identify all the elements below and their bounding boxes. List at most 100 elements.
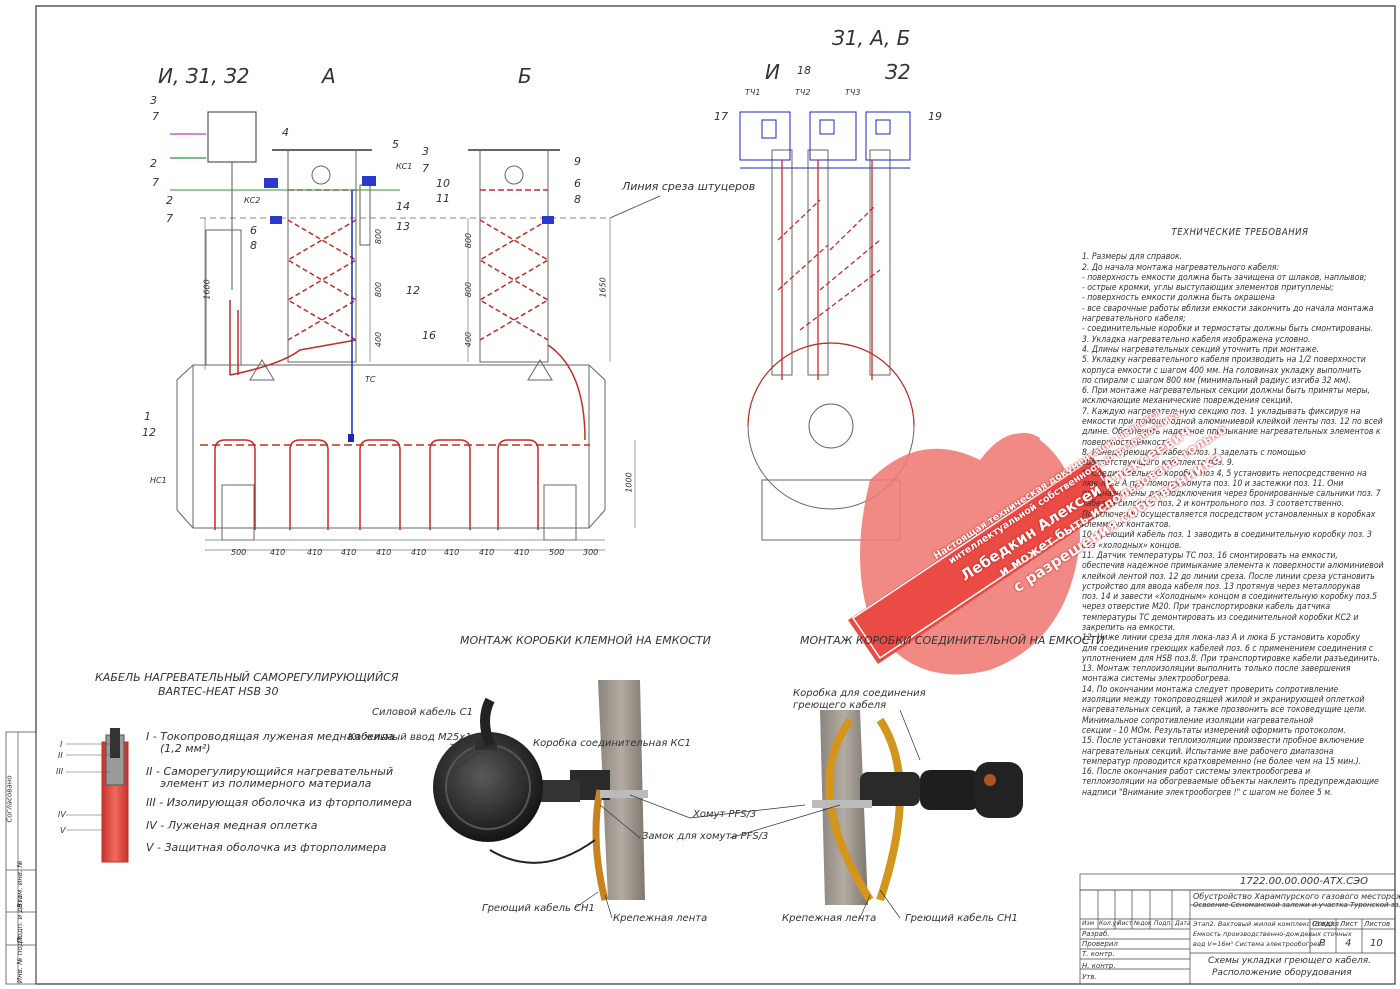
callout-3a: 3 bbox=[150, 94, 157, 107]
tech-line: обеспечив надежное примыкание элемента к… bbox=[1082, 561, 1384, 572]
stage-header: Стадия bbox=[1312, 920, 1339, 928]
tech-line: 8. Конец греющего кабеля поз. 1 заделать… bbox=[1082, 447, 1306, 458]
dim-bottom-7: 410 bbox=[479, 548, 495, 557]
col-ndok: №док bbox=[1134, 920, 1152, 927]
caption-tape-right: Крепежная лента bbox=[782, 913, 877, 924]
cut-line-label: Линия среза штуцеров bbox=[622, 180, 756, 193]
col-izm: Изм bbox=[1082, 920, 1095, 927]
tech-line: клейкой лентой поз. 12 до линии среза. П… bbox=[1082, 571, 1375, 582]
tech-line: 13. Монтаж теплоизоляции выполнить тольк… bbox=[1082, 664, 1351, 675]
tech-line: предназначены для подключения через брон… bbox=[1082, 489, 1381, 500]
callout-16: 16 bbox=[422, 329, 436, 342]
sheet-title1: Схемы укладки греющего кабеля. bbox=[1208, 956, 1372, 966]
sheet-title2: Расположение оборудования bbox=[1212, 968, 1352, 978]
dim-400a: 400 bbox=[374, 331, 384, 348]
stage-text2: Емкость производственно-дождевых сточных bbox=[1193, 930, 1352, 938]
tech-line: 1. Размеры для справок. bbox=[1082, 252, 1183, 263]
caption-cable-gland: Кабельный ввод М25х1,5 bbox=[348, 732, 482, 743]
dim-bottom-9: 500 bbox=[549, 548, 565, 557]
col-podp: Подп. bbox=[1154, 920, 1173, 927]
cable-item-1b: (1,2 мм²) bbox=[160, 742, 211, 755]
caption-heating-cable-right: Греющий кабель СН1 bbox=[905, 913, 1018, 924]
dimension-lines bbox=[204, 218, 636, 551]
callout-17: 17 bbox=[714, 110, 728, 123]
tech-line: температуры ТС демонтировать из соединит… bbox=[1082, 612, 1359, 623]
dim-bottom-5: 410 bbox=[411, 548, 427, 557]
tech-line: устройство для ввода кабеля поз. 13 прот… bbox=[1082, 581, 1361, 592]
role-nkontr: Н. контр. bbox=[1082, 962, 1116, 970]
tech-line: емкости при помощи одной алюминиевой кле… bbox=[1082, 417, 1383, 428]
heating-cable-right bbox=[747, 160, 915, 427]
callout-12: 12 bbox=[406, 284, 420, 297]
tech-line: - поверхность емкости должна быть окраше… bbox=[1082, 293, 1275, 304]
dim-800d: 800 bbox=[464, 281, 474, 298]
callout-7b: 7 bbox=[152, 176, 159, 189]
label-right-top: З1, А, Б bbox=[832, 26, 911, 50]
roman-i: I bbox=[60, 740, 63, 749]
sheet-frame bbox=[35, 5, 1396, 985]
callout-5: 5 bbox=[392, 138, 399, 151]
tech-line: 16. После окончания работ системы электр… bbox=[1082, 767, 1311, 778]
caption-box-line1: Коробка для соединения bbox=[793, 688, 926, 699]
cable-section-drawing bbox=[66, 728, 129, 863]
tech-line: исключающие механические повреждения сек… bbox=[1082, 396, 1293, 407]
tech-line: 5. Укладку нагревательного кабеля произв… bbox=[1082, 355, 1366, 366]
stage-value: Р bbox=[1319, 938, 1326, 949]
photo-leaders bbox=[449, 709, 921, 919]
photo-connection-box bbox=[812, 710, 1023, 905]
dim-bottom-8: 410 bbox=[514, 548, 530, 557]
callout-7d: 7 bbox=[422, 162, 429, 175]
cable-item-3: III - Изолирующая оболочка из фторполиме… bbox=[146, 796, 412, 809]
tech-line: по спирали с шагом 800 мм (минимальный р… bbox=[1082, 375, 1352, 386]
tech-line: нагревательного кабеля; bbox=[1082, 314, 1186, 325]
dim-800b: 800 bbox=[374, 281, 384, 298]
dim-bottom-6: 410 bbox=[444, 548, 460, 557]
callout-9: 9 bbox=[574, 155, 581, 168]
photo-left-title: МОНТАЖ КОРОБКИ КЛЕМНОЙ НА ЕМКОСТИ bbox=[460, 634, 711, 647]
callout-12b: 12 bbox=[142, 426, 156, 439]
cable-title-1: КАБЕЛЬ НАГРЕВАТЕЛЬНЫЙ САМОРЕГУЛИРУЮЩИЙСЯ bbox=[95, 671, 399, 684]
dim-bottom-4: 410 bbox=[376, 548, 392, 557]
caption-heating-cable-left: Греющий кабель СН1 bbox=[482, 903, 595, 914]
sheets-value: 10 bbox=[1370, 938, 1383, 949]
tech-line: корпуса емкости с шагом 400 мм. На голов… bbox=[1082, 365, 1362, 376]
cable-item-4: IV - Луженая медная оплетка bbox=[146, 819, 318, 832]
dim-1600: 1600 bbox=[202, 279, 212, 300]
roman-ii: II bbox=[58, 751, 63, 760]
technical-requirements: ТЕХНИЧЕСКИЕ ТРЕБОВАНИЯ 1. Размеры для сп… bbox=[1082, 228, 1398, 798]
tech-line: через отверстие М20. При транспортировки… bbox=[1082, 602, 1331, 613]
tech-line: секции - 10 МОм. Результаты измерений оф… bbox=[1082, 725, 1346, 736]
tank-side-view bbox=[176, 149, 661, 541]
roman-iii: III bbox=[56, 767, 64, 776]
label-tch2: ТЧ2 bbox=[795, 88, 811, 97]
tech-line: 6. При монтаже нагревательных секции дол… bbox=[1082, 386, 1371, 397]
stage-text3: вод V=16м³ Система электрообогрева bbox=[1193, 940, 1326, 948]
tech-line: клеммных контактов. bbox=[1082, 520, 1171, 531]
dim-bottom-10: 300 bbox=[583, 548, 599, 557]
tech-line: надписи "Внимание электрообогрев !" с ша… bbox=[1082, 787, 1333, 798]
tech-line: Минимальное сопротивление изоляции нагре… bbox=[1082, 715, 1314, 726]
tech-line: люк-лазе А при помощи хомута поз. 10 и з… bbox=[1082, 478, 1344, 489]
sheet-value: 4 bbox=[1345, 938, 1352, 949]
tech-line: - все сварочные работы вблизи емкости за… bbox=[1082, 303, 1374, 314]
tech-heading: ТЕХНИЧЕСКИЕ ТРЕБОВАНИЯ bbox=[1171, 228, 1309, 238]
tech-line: 14. По окончании монтажа следует провери… bbox=[1082, 684, 1339, 695]
role-tkontr: Т. контр. bbox=[1082, 950, 1115, 958]
side-stamp bbox=[5, 731, 37, 985]
tech-line: нагревательных секций, а также прозвонит… bbox=[1082, 705, 1367, 716]
dim-1650: 1650 bbox=[598, 277, 608, 298]
tech-line: 12. Ниже линии среза для люка-лаз А и лю… bbox=[1082, 633, 1361, 644]
tech-line: нагревательных секций. Испытание вне раб… bbox=[1082, 746, 1334, 757]
callout-4: 4 bbox=[282, 126, 289, 139]
tech-line: уплотнением для HSB поз.8. При транспорт… bbox=[1082, 653, 1381, 664]
watermark-stamp bbox=[848, 432, 1122, 675]
caption-box-line2: греющего кабеля bbox=[793, 700, 887, 711]
tech-line: без «холодных» концов. bbox=[1082, 540, 1182, 551]
tech-line: поверхности емкости. bbox=[1082, 437, 1173, 448]
callout-7a: 7 bbox=[152, 110, 159, 123]
callout-6b: 6 bbox=[574, 177, 581, 190]
col-kolych: Кол.уч bbox=[1099, 920, 1120, 927]
label-right-i: И bbox=[765, 60, 780, 84]
roman-v: V bbox=[60, 826, 66, 835]
